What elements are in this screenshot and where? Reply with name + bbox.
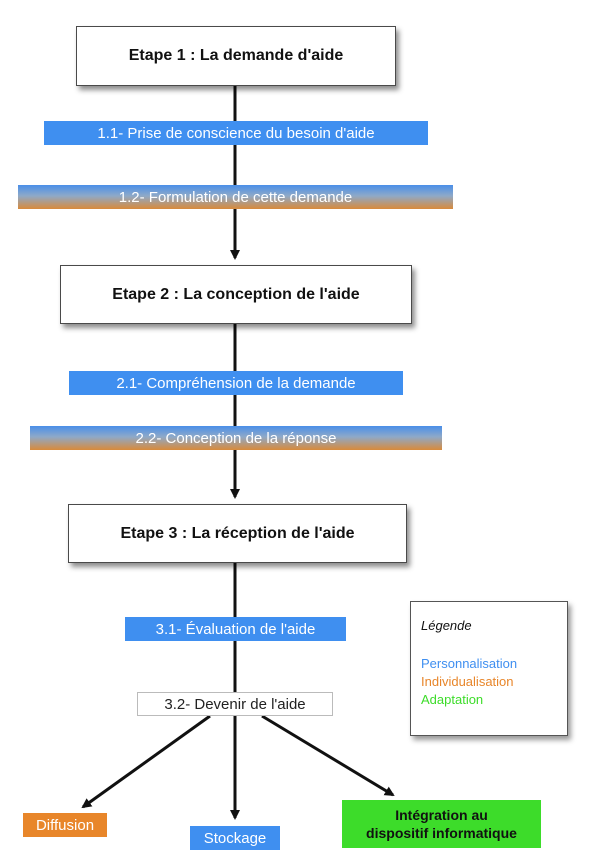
outcome-integration-line1: Intégration au — [395, 807, 488, 823]
outcome-integration: Intégration au dispositif informatique — [342, 800, 541, 848]
substep-3-1: 3.1- Évaluation de l'aide — [125, 617, 346, 641]
step-1-box: Etape 1 : La demande d'aide — [76, 26, 396, 86]
step-2-box: Etape 2 : La conception de l'aide — [60, 265, 412, 324]
legend-title: Légende — [421, 618, 472, 633]
outcome-integration-line2: dispositif informatique — [366, 825, 517, 841]
connector-to-diffusion — [81, 714, 211, 809]
legend-item-individualisation: Individualisation — [421, 674, 514, 689]
substep-2-1: 2.1- Compréhension de la demande — [69, 371, 403, 395]
outcome-stockage: Stockage — [190, 826, 280, 850]
legend-item-personnalisation: Personnalisation — [421, 656, 518, 671]
connector-to-integration — [261, 714, 395, 797]
substep-1-2: 1.2- Formulation de cette demande — [18, 185, 453, 209]
substep-2-2: 2.2- Conception de la réponse — [30, 426, 442, 450]
outcome-diffusion: Diffusion — [23, 813, 107, 837]
legend-box: Légende Personnalisation Individualisati… — [410, 601, 568, 736]
substep-1-1: 1.1- Prise de conscience du besoin d'aid… — [44, 121, 428, 145]
substep-3-2: 3.2- Devenir de l'aide — [137, 692, 333, 716]
step-3-box: Etape 3 : La réception de l'aide — [68, 504, 407, 563]
legend-item-adaptation: Adaptation — [421, 692, 484, 707]
